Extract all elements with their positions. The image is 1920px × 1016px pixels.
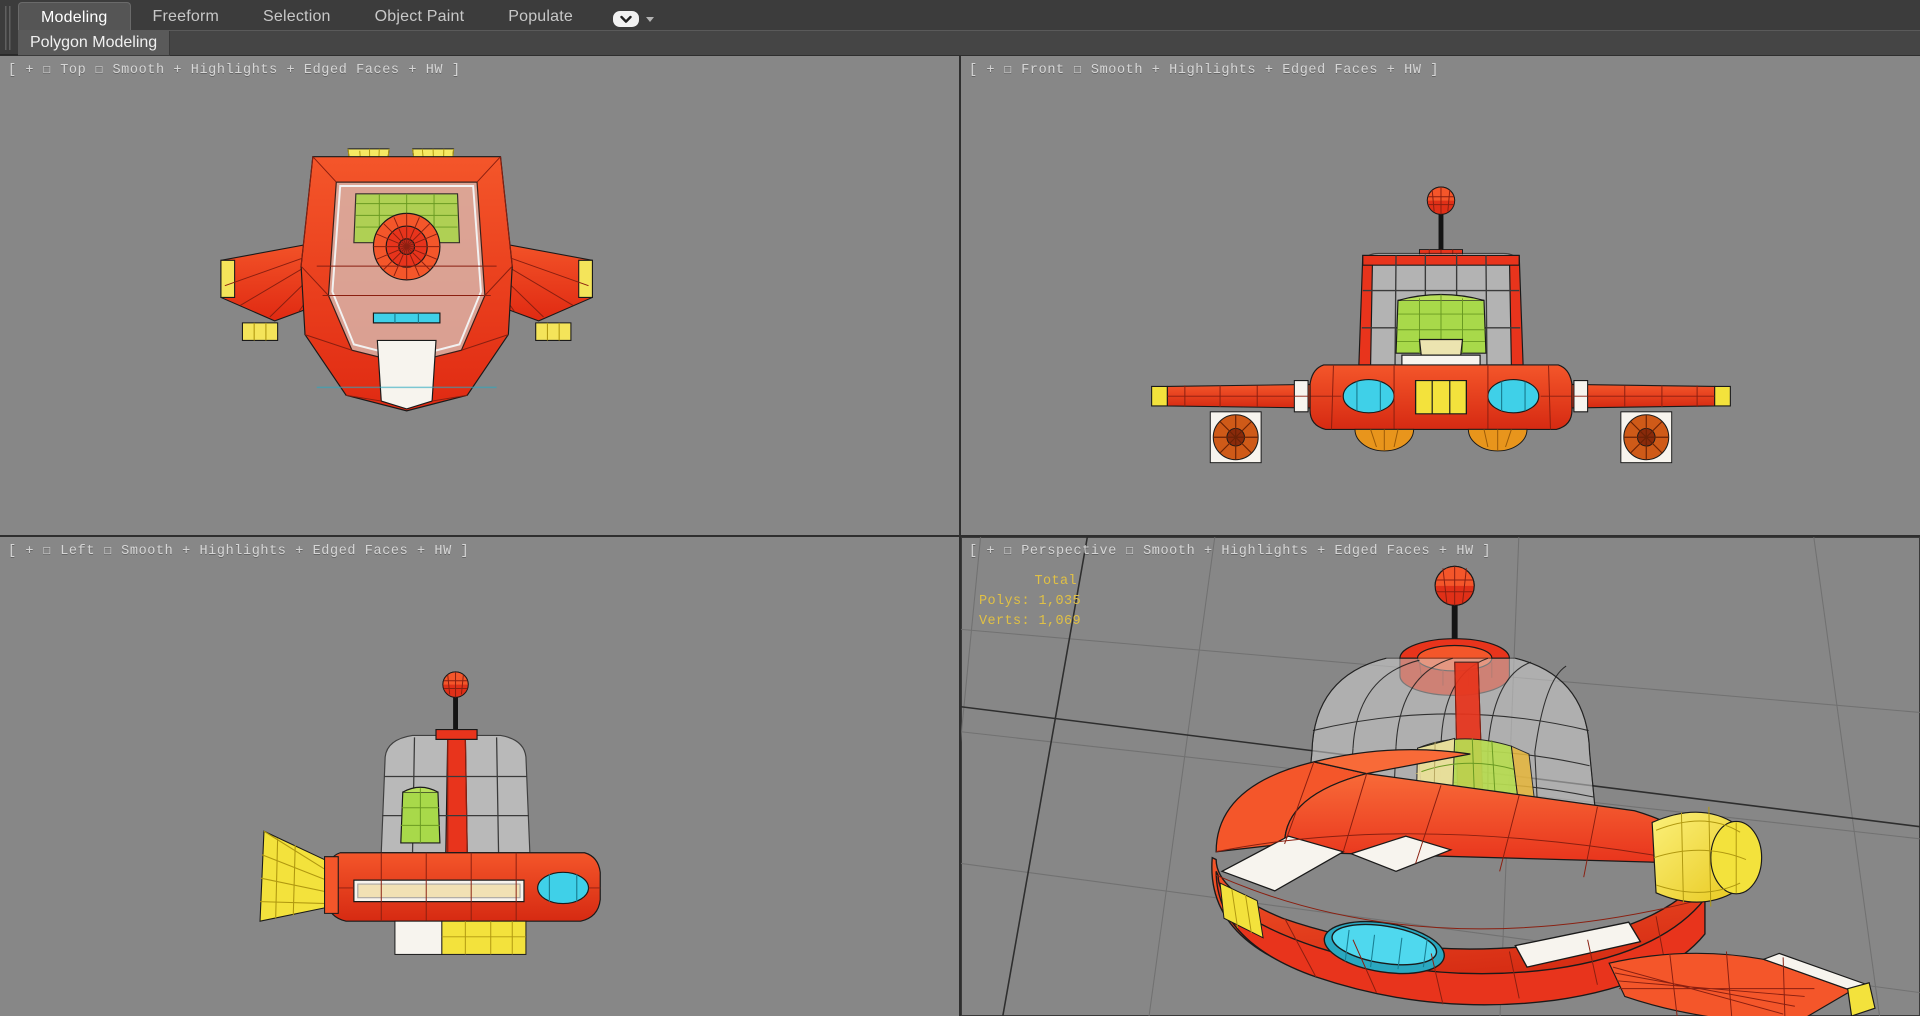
stats-verts-row: Verts: 1,069 — [979, 612, 1081, 632]
ribbon-drag-handle[interactable] — [2, 0, 16, 55]
model-spaceship-front — [1151, 186, 1731, 464]
viewport-splitter-vertical-top[interactable] — [959, 56, 961, 535]
viewport-front[interactable]: [ + ☐ Front ☐ Smooth + Highlights + Edge… — [961, 56, 1920, 535]
viewport-perspective[interactable]: [ + ☐ Perspective ☐ Smooth + Highlights … — [961, 537, 1920, 1016]
ribbon-minimize-button[interactable] — [612, 11, 654, 27]
caret-down-icon[interactable] — [645, 16, 654, 22]
tab-modeling-label: Modeling — [41, 8, 108, 26]
tab-object-paint-label: Object Paint — [374, 8, 465, 25]
viewport-top-label[interactable]: [ + ☐ Top ☐ Smooth + Highlights + Edged … — [8, 63, 461, 78]
model-thruster-rear — [1651, 806, 1763, 907]
model-spaceship-perspective — [1211, 565, 1876, 1016]
model-spaceship-top — [220, 148, 593, 412]
ribbon-bar: Modeling Freeform Selection Object Paint… — [0, 0, 1920, 56]
stats-polys-value: 1,035 — [1038, 594, 1082, 609]
tab-freeform-label: Freeform — [152, 8, 220, 25]
tab-modeling[interactable]: Modeling — [18, 2, 131, 32]
viewport-left[interactable]: [ + ☐ Left ☐ Smooth + Highlights + Edged… — [0, 537, 959, 1016]
viewport-front-label[interactable]: [ + ☐ Front ☐ Smooth + Highlights + Edge… — [969, 63, 1439, 78]
viewport-top[interactable]: [ + ☐ Top ☐ Smooth + Highlights + Edged … — [0, 56, 959, 535]
ribbon-subpanel-row: Polygon Modeling — [18, 30, 1920, 56]
stats-verts-label: Verts: — [979, 614, 1031, 629]
model-spaceship-left — [259, 671, 601, 955]
viewport-splitter-vertical-bottom[interactable] — [959, 537, 961, 1016]
stats-verts-value: 1,069 — [1038, 614, 1082, 629]
tab-populate[interactable]: Populate — [486, 2, 595, 32]
viewport-splitter-horizontal[interactable] — [0, 535, 1920, 537]
viewport-statistics-overlay: Total Polys: 1,035 Verts: 1,069 — [979, 572, 1081, 632]
viewport-grid: [ + ☐ Top ☐ Smooth + Highlights + Edged … — [0, 55, 1920, 1016]
tab-populate-label: Populate — [508, 8, 573, 25]
tab-freeform[interactable]: Freeform — [131, 2, 242, 32]
viewport-front-canvas[interactable] — [961, 56, 1920, 535]
subpanel-tab-label: Polygon Modeling — [30, 33, 158, 51]
tab-selection-label: Selection — [263, 8, 331, 25]
tab-selection[interactable]: Selection — [241, 2, 353, 32]
stats-polys-row: Polys: 1,035 — [979, 592, 1081, 612]
subpanel-tab-polygon-modeling[interactable]: Polygon Modeling — [18, 30, 171, 56]
model-wing-right — [1608, 951, 1876, 1016]
stats-title: Total — [1034, 574, 1078, 589]
ribbon-tabstrip: Modeling Freeform Selection Object Paint… — [18, 0, 654, 32]
model-saucer-top — [1215, 748, 1702, 892]
tab-object-paint[interactable]: Object Paint — [353, 2, 487, 32]
viewport-left-canvas[interactable] — [0, 537, 959, 1016]
chevron-down-icon — [612, 11, 639, 27]
viewport-left-label[interactable]: [ + ☐ Left ☐ Smooth + Highlights + Edged… — [8, 544, 470, 559]
model-saucer-body — [1211, 856, 1706, 1006]
viewport-perspective-label[interactable]: [ + ☐ Perspective ☐ Smooth + Highlights … — [969, 544, 1492, 559]
viewport-top-canvas[interactable] — [0, 56, 959, 535]
viewport-perspective-canvas[interactable] — [961, 537, 1920, 1016]
stats-polys-label: Polys: — [979, 594, 1031, 609]
